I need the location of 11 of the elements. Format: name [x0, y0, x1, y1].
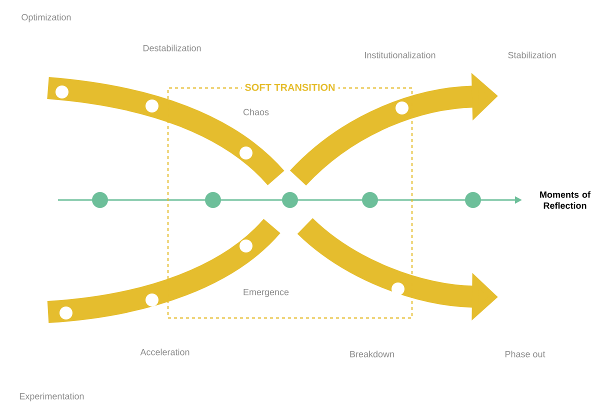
stage-label: Destabilization [143, 44, 201, 52]
stage-label: Chaos [243, 108, 269, 116]
timeline-label: Moments of Reflection [540, 191, 591, 209]
stage-label: Stabilization [508, 52, 556, 58]
stage-label: Phase out [505, 350, 546, 358]
stage-label: Emergence [244, 288, 289, 298]
stage-label: Acceleration [140, 348, 190, 356]
stage-label: Breakdown [350, 350, 394, 358]
stage-label: Experimentation [20, 392, 84, 402]
stage-label: Institutionalization [365, 52, 436, 58]
stage-label: Optimization [22, 14, 71, 22]
